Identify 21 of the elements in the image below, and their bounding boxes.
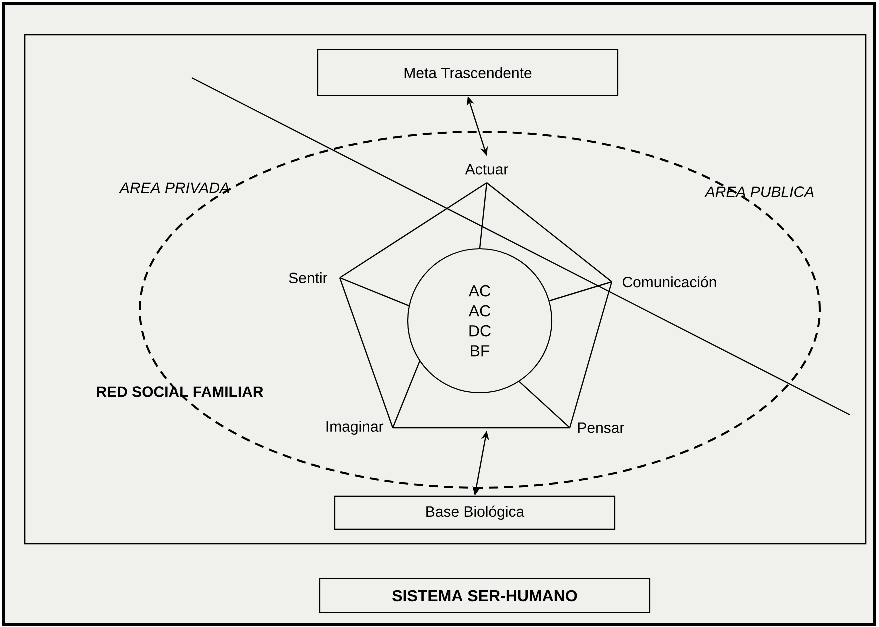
- bold-label: RED SOCIAL FAMILIAR: [97, 386, 264, 398]
- connector-line: [519, 381, 570, 428]
- connector-line: [486, 182, 612, 282]
- goal-box: Meta Trascendente: [317, 49, 619, 97]
- connector-line: [392, 361, 420, 428]
- vertex-label: Actuar: [465, 164, 508, 175]
- connector-line: [339, 278, 394, 428]
- base-box: Base Biológica: [334, 496, 616, 530]
- connector-line: [569, 282, 613, 428]
- connector-line: [340, 277, 410, 306]
- vertex-label: Imaginar: [326, 421, 384, 435]
- connector-line: [393, 427, 570, 429]
- connector-line: [550, 281, 612, 302]
- italic-label: AREA PUBLICA: [704, 186, 814, 198]
- vertex-label: Sentir: [289, 272, 328, 284]
- caption-box: SISTEMA SER-HUMANO: [319, 578, 651, 614]
- italic-label: AREA PRIVADA: [119, 182, 230, 194]
- connector-line: [340, 182, 488, 278]
- connector-line: [479, 182, 488, 248]
- vertex-label: Comunicación: [622, 276, 716, 288]
- vertex-label: Pensar: [578, 422, 624, 434]
